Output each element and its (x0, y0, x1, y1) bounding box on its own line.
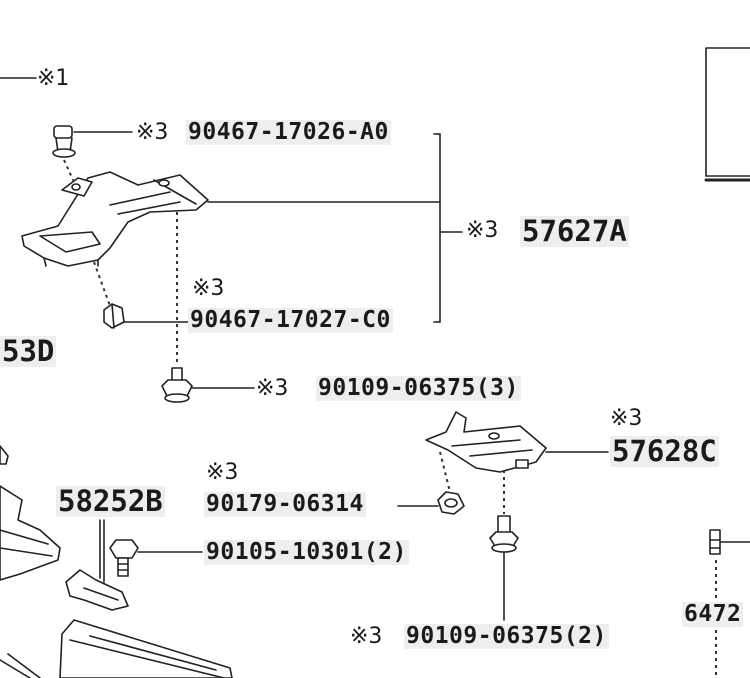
bolt-1-part-number: 90109-06375(3) (316, 375, 521, 401)
nut-mark: ※3 (206, 460, 239, 485)
bolt-icon-3 (489, 515, 519, 553)
clip-icon-top (52, 125, 76, 158)
right-part-number: 6472 (682, 601, 744, 627)
clip-top-part-number: 90467-17026-A0 (186, 119, 391, 145)
clip-mid-mark: ※3 (192, 276, 225, 301)
plate-part-number: 58252B (56, 484, 165, 518)
group-part-number: 57627A (520, 214, 629, 248)
bolt-2-part-number: 90105-10301(2) (204, 539, 409, 565)
bolt-3-mark: ※3 (350, 624, 383, 649)
bolt-icon-right-edge (709, 529, 721, 555)
bracket-right-mark: ※3 (610, 406, 643, 431)
bolt-icon-1 (161, 367, 193, 403)
bolt-1-mark: ※3 (256, 376, 289, 401)
left-part-number: 53D (0, 334, 57, 368)
under-panel-left (0, 445, 61, 581)
clip-top-mark: ※3 (136, 120, 169, 145)
corner-panel-top-right (704, 47, 750, 182)
bolt-icon-2 (109, 539, 139, 577)
bracket-icon-right (425, 411, 547, 473)
clip-icon-mid (103, 303, 125, 329)
plate-bracket-icon (65, 569, 129, 611)
under-rail-bottom (0, 619, 233, 678)
nut-icon (437, 491, 465, 515)
clip-mid-part-number: 90467-17027-C0 (188, 307, 393, 333)
dash-nut (439, 451, 451, 493)
leader-group-57627A (433, 133, 463, 323)
dash-clip-mid (93, 261, 111, 307)
ref-mark-1: ※1 (37, 66, 70, 91)
dash-clip-top (63, 159, 75, 183)
bracket-icon-front (21, 171, 209, 267)
bolt-3-part-number: 90109-06375(2) (404, 623, 609, 649)
bracket-right-part-number: 57628C (610, 434, 719, 468)
group-mark: ※3 (466, 218, 499, 243)
nut-part-number: 90179-06314 (204, 491, 366, 517)
